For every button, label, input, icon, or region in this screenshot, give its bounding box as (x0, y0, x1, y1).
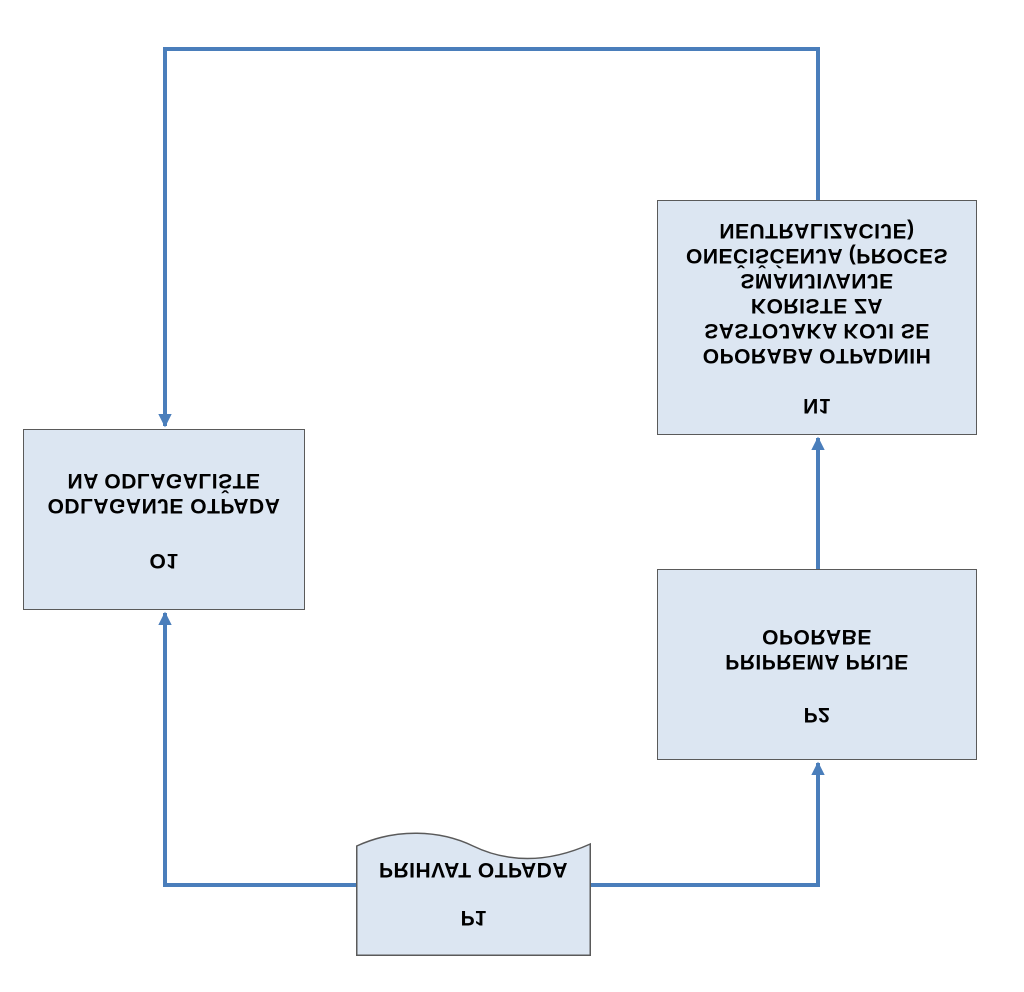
document-shape (356, 832, 591, 956)
node-n1-label: OPORABA OTPADNIH SASTOJAKA KOJI SE KORIS… (686, 219, 948, 367)
node-o1: O1 ODLAGANJE OTPADA NA ODLAGALIŠTE (23, 429, 305, 610)
node-n1-code: N1 (803, 394, 831, 417)
arrow-p1-to-p2 (591, 761, 825, 887)
arrow-p1-to-o1 (158, 611, 356, 887)
node-p1-label: PRIHVAT OTPADA (379, 858, 568, 881)
node-p1: P1 PRIHVAT OTPADA (356, 832, 591, 956)
node-n1: N1 OPORABA OTPADNIH SASTOJAKA KOJI SE KO… (657, 200, 977, 435)
node-p2-code: P2 (803, 703, 831, 726)
arrow-n1-to-o1 (158, 47, 820, 428)
node-p2-label: PRIPREMA PRIJE OPORABE (725, 625, 909, 673)
node-p2: P2 PRIPREMA PRIJE OPORABE (657, 569, 977, 760)
node-o1-label: ODLAGANJE OTPADA NA ODLAGALIŠTE (47, 469, 281, 517)
node-o1-code: O1 (149, 549, 179, 572)
node-p1-code: P1 (460, 906, 487, 929)
